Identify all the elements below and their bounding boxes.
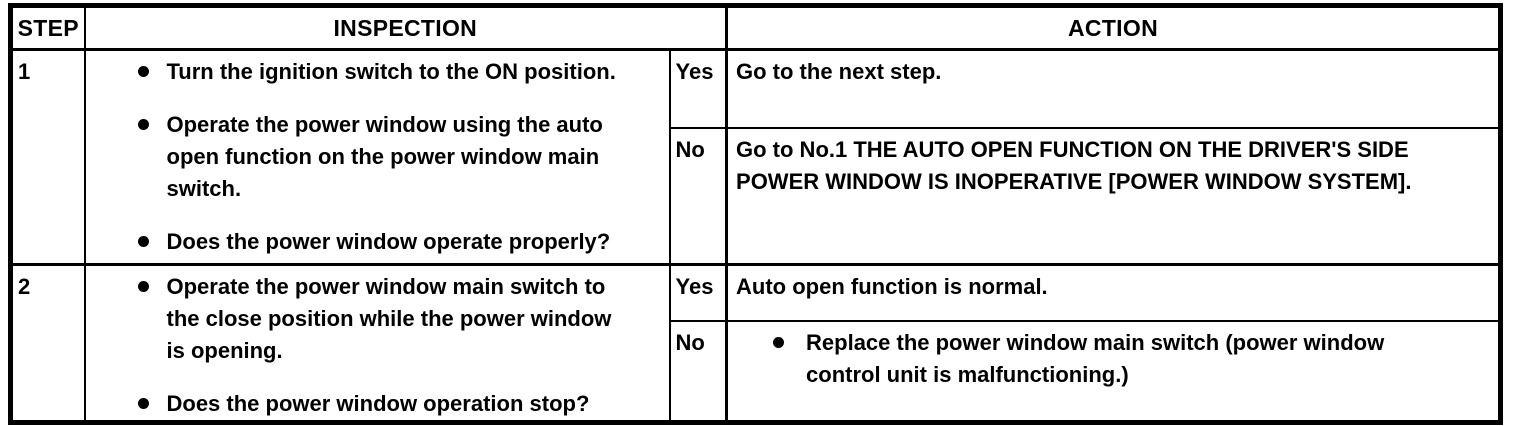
bullet-icon xyxy=(137,398,149,409)
action-cell: Auto open function is normal. xyxy=(726,262,1501,322)
inspection-item: Does the power window operate properly? xyxy=(137,226,669,258)
action-bullet-item: Replace the power window main switch (po… xyxy=(736,327,1490,391)
outcome-label-yes: Yes xyxy=(669,49,729,129)
inspection-item-text: Does the power window operation stop? xyxy=(166,391,590,416)
table-header-row: STEP INSPECTION ACTION xyxy=(10,5,1501,51)
inspection-item: Operate the power window main switch to … xyxy=(137,271,669,367)
inspection-item-text: Turn the ignition switch to the ON posit… xyxy=(166,59,616,84)
column-header-step: STEP xyxy=(10,5,86,51)
inspection-cell: Operate the power window main switch to … xyxy=(84,263,671,423)
action-text: Go to the next step. xyxy=(736,59,942,84)
table-row-step-2-yes: 2 Operate the power window main switch t… xyxy=(10,262,1501,423)
inspection-item: Operate the power window using the auto … xyxy=(137,109,669,205)
column-header-inspection: INSPECTION xyxy=(84,5,729,51)
step-number: 2 xyxy=(10,263,86,423)
inspection-bullet-list: Turn the ignition switch to the ON posit… xyxy=(86,51,669,258)
action-text: Auto open function is normal. xyxy=(736,274,1048,299)
inspection-cell: Turn the ignition switch to the ON posit… xyxy=(84,49,671,265)
action-cell: Replace the power window main switch (po… xyxy=(727,321,1501,423)
step-number: 1 xyxy=(10,49,86,265)
inspection-item: Turn the ignition switch to the ON posit… xyxy=(137,56,669,88)
inspection-bullet-list: Operate the power window main switch to … xyxy=(86,266,669,420)
action-text: Go to No.1 THE AUTO OPEN FUNCTION ON THE… xyxy=(736,136,1412,194)
outcome-label-yes: Yes xyxy=(669,262,729,322)
inspection-item-text: Operate the power window main switch to … xyxy=(166,274,612,363)
table-row-step-2-no: No Replace the power window main switch … xyxy=(11,320,1501,423)
outcome-label-no: No xyxy=(669,320,729,423)
table-row-step-1-no: No Go to No.1 THE AUTO OPEN FUNCTION ON … xyxy=(11,127,1501,265)
troubleshooting-table: STEP INSPECTION ACTION 1 Turn the igniti… xyxy=(8,3,1503,425)
inspection-item-text: Operate the power window using the auto … xyxy=(166,112,603,201)
bullet-icon xyxy=(137,119,149,130)
action-text: Replace the power window main switch (po… xyxy=(806,329,1385,387)
inspection-item-text: Does the power window operate properly? xyxy=(166,229,611,254)
action-cell: Go to the next step. xyxy=(726,49,1501,129)
inspection-item: Does the power window operation stop? xyxy=(137,388,669,420)
bullet-icon xyxy=(137,281,149,292)
column-header-action: ACTION xyxy=(726,5,1501,51)
bullet-icon xyxy=(773,336,785,348)
action-cell: Go to No.1 THE AUTO OPEN FUNCTION ON THE… xyxy=(727,128,1501,265)
bullet-icon xyxy=(137,236,149,247)
table-row-step-1-yes: 1 Turn the ignition switch to the ON pos… xyxy=(10,49,1501,265)
outcome-label-no: No xyxy=(669,127,729,265)
bullet-icon xyxy=(137,66,149,77)
